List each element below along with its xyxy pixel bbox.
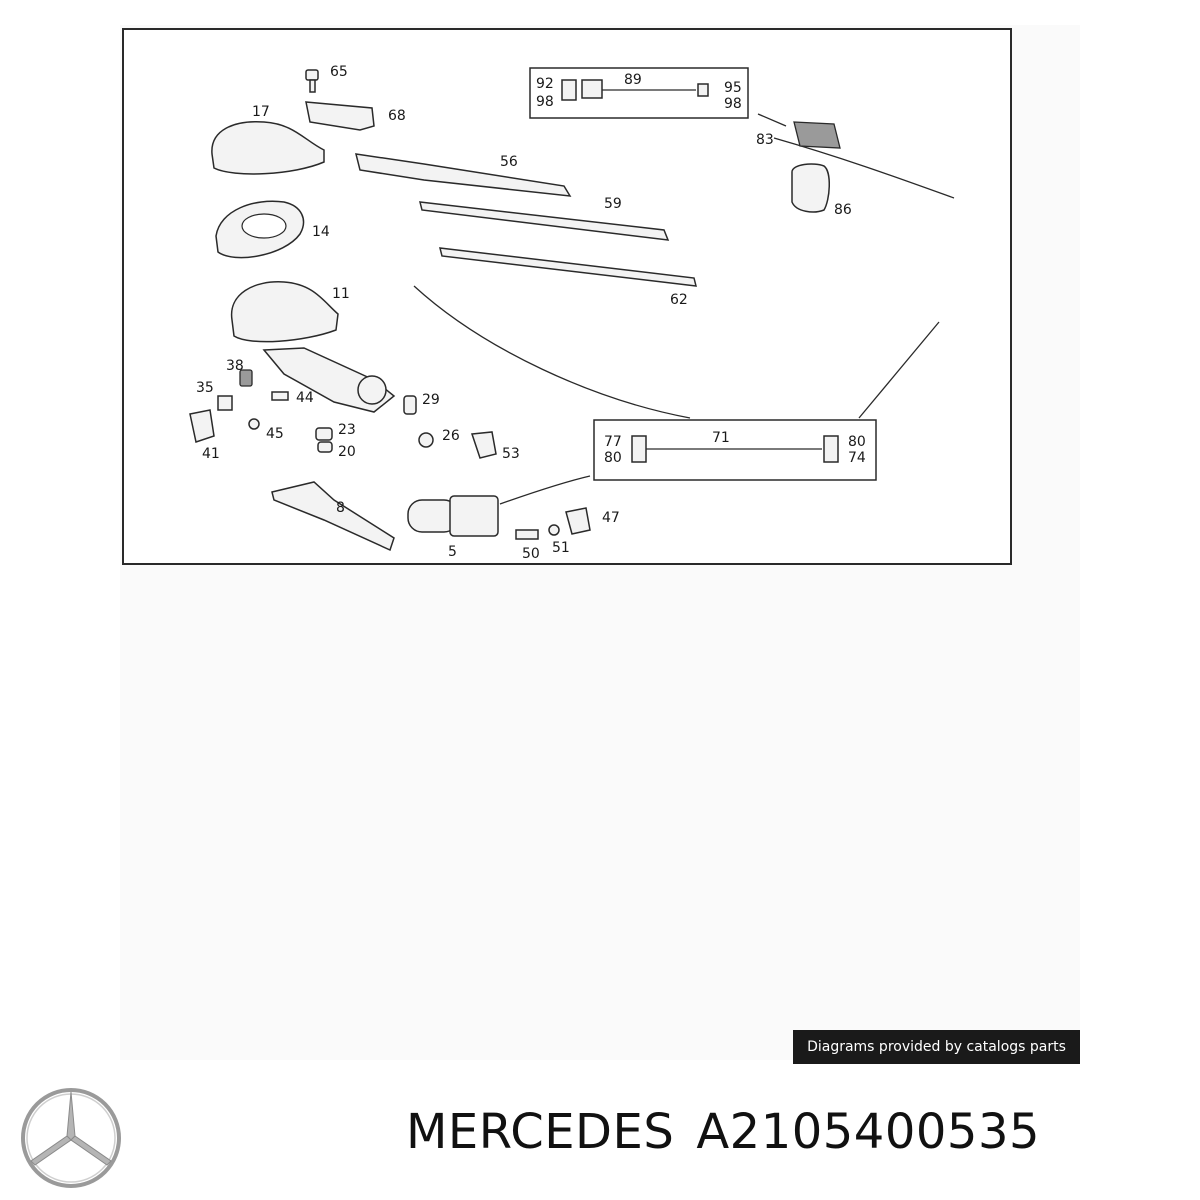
linkage-pivot: [357, 375, 387, 405]
part-number: A2105400535: [696, 1104, 1041, 1160]
callout-35: 35: [196, 380, 214, 396]
callout-53: 53: [502, 446, 520, 462]
callout-47: 47: [602, 510, 620, 526]
part-44-screw: [271, 391, 289, 401]
part-17-cover: [211, 121, 325, 175]
callout-86: 86: [834, 202, 852, 218]
callout-62: 62: [670, 292, 688, 308]
callout-23: 23: [338, 422, 356, 438]
callout-95: 95: [724, 80, 742, 96]
callout-65: 65: [330, 64, 348, 80]
callout-26: 26: [442, 428, 460, 444]
callout-68: 68: [388, 108, 406, 124]
part-65-bolt: [305, 69, 319, 93]
callout-14: 14: [312, 224, 330, 240]
part-23-bush: [315, 427, 333, 441]
callout-92: 92: [536, 76, 554, 92]
part-83-relay: [793, 121, 841, 149]
motor-connector-arrow: [499, 475, 591, 505]
callout-71: 71: [712, 430, 730, 446]
callout-98-top-left: 98: [536, 94, 554, 110]
part-35-clip: [217, 395, 233, 411]
callout-17: 17: [252, 104, 270, 120]
parts-diagram: 65 17 68 92 98 89 95 98 83 56 59 86 14 6…: [122, 28, 1012, 565]
callout-83: 83: [756, 132, 774, 148]
part-45-washer: [248, 418, 260, 430]
harness-arrow-83: [757, 113, 787, 127]
part-59-wiper-blade: [419, 201, 670, 241]
callout-74: 74: [848, 450, 866, 466]
callout-11: 11: [332, 286, 350, 302]
part-38-spring: [239, 369, 253, 387]
callout-98-top-right: 98: [724, 96, 742, 112]
part-29-stud: [403, 395, 417, 415]
mercedes-star-logo: [21, 1088, 121, 1188]
callout-77: 77: [604, 434, 622, 450]
part-8-bracket: [271, 481, 395, 552]
part-11-cover: [230, 281, 339, 343]
part-68-cap: [305, 101, 375, 131]
callout-5: 5: [448, 544, 457, 560]
callout-20: 20: [338, 444, 356, 460]
part-51-washer: [548, 524, 560, 536]
part-47-bracket: [565, 507, 591, 535]
part-14-opening: [241, 213, 287, 239]
callout-45: 45: [266, 426, 284, 442]
part-53-grommet: [470, 431, 497, 459]
callout-51: 51: [552, 540, 570, 556]
part-50-bolt: [515, 529, 539, 540]
callout-38: 38: [226, 358, 244, 374]
callout-44: 44: [296, 390, 314, 406]
windshield-curve-top: [773, 137, 955, 199]
part-56-wiper-arm: [355, 153, 572, 197]
callout-8: 8: [336, 500, 345, 516]
callout-41: 41: [202, 446, 220, 462]
diagram-canvas: 65 17 68 92 98 89 95 98 83 56 59 86 14 6…: [189, 64, 955, 562]
brand-name: MERCEDES: [406, 1104, 675, 1160]
callout-50: 50: [522, 546, 540, 562]
brand-part-title: MERCEDES A2105400535: [406, 1104, 1040, 1160]
callout-89: 89: [624, 72, 642, 88]
part-41-bracket: [189, 409, 215, 443]
callout-29: 29: [422, 392, 440, 408]
part-5-motor: [407, 495, 499, 537]
callout-59: 59: [604, 196, 622, 212]
harness-box-bottom: [593, 419, 877, 481]
callout-80-right: 80: [848, 434, 866, 450]
callout-80-left: 80: [604, 450, 622, 466]
diagram-credit-badge: Diagrams provided by catalogs parts: [793, 1030, 1080, 1064]
part-20-bush: [317, 441, 333, 453]
part-86-housing: [791, 163, 830, 213]
part-62-blade-insert: [439, 247, 697, 287]
windshield-curve-left: [413, 285, 691, 419]
harness-box-top: [529, 67, 749, 119]
part-26-nut: [418, 432, 434, 448]
callout-56: 56: [500, 154, 518, 170]
leader-line-80: [858, 321, 940, 419]
